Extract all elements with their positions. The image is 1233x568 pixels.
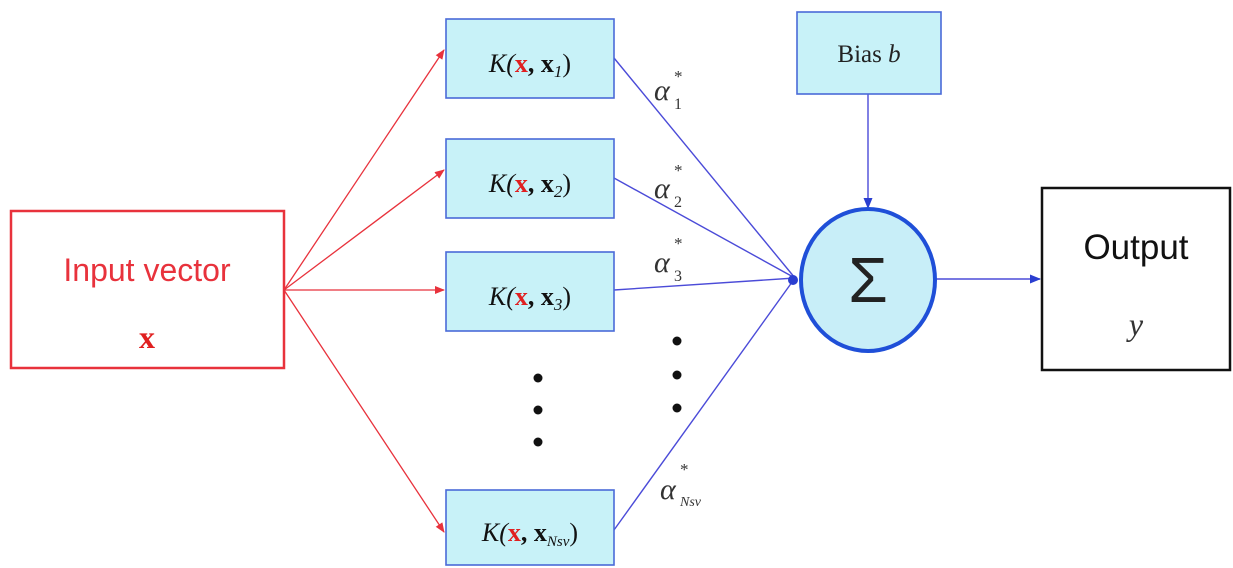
connector-input-kernel-1 xyxy=(283,49,445,291)
connector-input-kernel-nsv xyxy=(283,289,445,533)
kernel-x-2: x xyxy=(515,169,528,198)
kernel-func-2: K( xyxy=(488,169,516,198)
weight-symbol-3: α xyxy=(654,246,671,279)
kernel-x-nsv: x xyxy=(508,518,521,547)
output-box: Output y xyxy=(1040,186,1232,372)
bias-symbol: b xyxy=(888,41,901,68)
kernel-box-2: K(x, x2) xyxy=(445,138,615,219)
kernel-sub-nsv: Nsv xyxy=(546,534,570,550)
input-vector-symbol: x xyxy=(139,319,155,355)
sum-node: Σ xyxy=(799,207,937,353)
kernel-sv-nsv: x xyxy=(534,518,547,547)
kernel-sv-2: x xyxy=(541,169,554,198)
weight-sup-nsv: * xyxy=(680,460,689,479)
output-label: Output xyxy=(1083,228,1188,267)
weight-ellipsis xyxy=(672,336,682,413)
kernel-close-3: ) xyxy=(562,282,571,311)
svg-text:K(x, x3): K(x, x3) xyxy=(488,282,571,314)
kernel-sub-1: 1 xyxy=(554,62,563,81)
kernel-close-2: ) xyxy=(562,169,571,198)
weight-label-2: α * 2 xyxy=(654,161,683,211)
kernel-box-3: K(x, x3) xyxy=(445,251,615,332)
weight-symbol-2: α xyxy=(654,172,671,205)
svg-text:K(x, x2): K(x, x2) xyxy=(488,169,571,201)
weight-symbol-nsv: α xyxy=(660,473,677,506)
input-connectors xyxy=(283,49,445,533)
svg-text:K(x, xNsv): K(x, xNsv) xyxy=(481,518,578,550)
bias-box: Bias b xyxy=(796,11,942,95)
bias-label: Bias xyxy=(837,41,888,68)
connector-kernel-nsv-sum xyxy=(613,277,796,531)
kernel-sep-nsv: , xyxy=(521,518,534,547)
kernel-sep-2: , xyxy=(528,169,541,198)
kernel-func-1: K( xyxy=(488,49,516,78)
kernel-box-1: K(x, x1) xyxy=(445,18,615,99)
input-vector-label: Input vector xyxy=(63,252,231,288)
output-symbol: y xyxy=(1126,306,1144,342)
kernel-sv-1: x xyxy=(541,49,554,78)
weight-sup-2: * xyxy=(674,161,683,180)
kernel-close-1: ) xyxy=(562,49,571,78)
weight-sub-nsv: Nsv xyxy=(679,495,702,510)
kernel-sub-2: 2 xyxy=(554,182,563,201)
connector-kernel-2-sum xyxy=(613,177,796,279)
svg-text:K(x, x1): K(x, x1) xyxy=(488,49,571,81)
kernel-ellipsis xyxy=(533,373,543,447)
kernel-func-nsv: K( xyxy=(481,518,509,547)
sum-junction-dot xyxy=(788,275,798,285)
kernel-sv-3: x xyxy=(541,282,554,311)
sum-symbol: Σ xyxy=(848,244,888,316)
kernel-x-3: x xyxy=(515,282,528,311)
weight-label-3: α * 3 xyxy=(654,234,683,285)
connector-input-kernel-2 xyxy=(283,169,445,291)
kernel-x-1: x xyxy=(515,49,528,78)
weight-sub-3: 3 xyxy=(674,268,682,285)
input-vector-box: Input vector x xyxy=(9,209,286,370)
kernel-func-3: K( xyxy=(488,282,516,311)
kernel-sub-3: 3 xyxy=(553,295,563,314)
connector-kernel-1-sum xyxy=(613,57,796,279)
weight-sub-1: 1 xyxy=(674,96,682,113)
kernel-sep-3: , xyxy=(528,282,541,311)
weight-label-nsv: α * Nsv xyxy=(660,460,702,510)
connector-kernel-3-sum xyxy=(613,277,796,291)
weight-label-1: α * 1 xyxy=(654,67,683,113)
kernel-sep-1: , xyxy=(528,49,541,78)
weight-connectors xyxy=(613,57,798,531)
weight-sup-1: * xyxy=(674,67,683,86)
kernel-close-nsv: ) xyxy=(569,518,578,547)
weight-sup-3: * xyxy=(674,234,683,253)
kernel-box-nsv: K(x, xNsv) xyxy=(445,489,615,566)
weight-symbol-1: α xyxy=(654,74,671,107)
svg-text:Bias b: Bias b xyxy=(837,41,900,68)
weight-sub-2: 2 xyxy=(674,194,682,211)
